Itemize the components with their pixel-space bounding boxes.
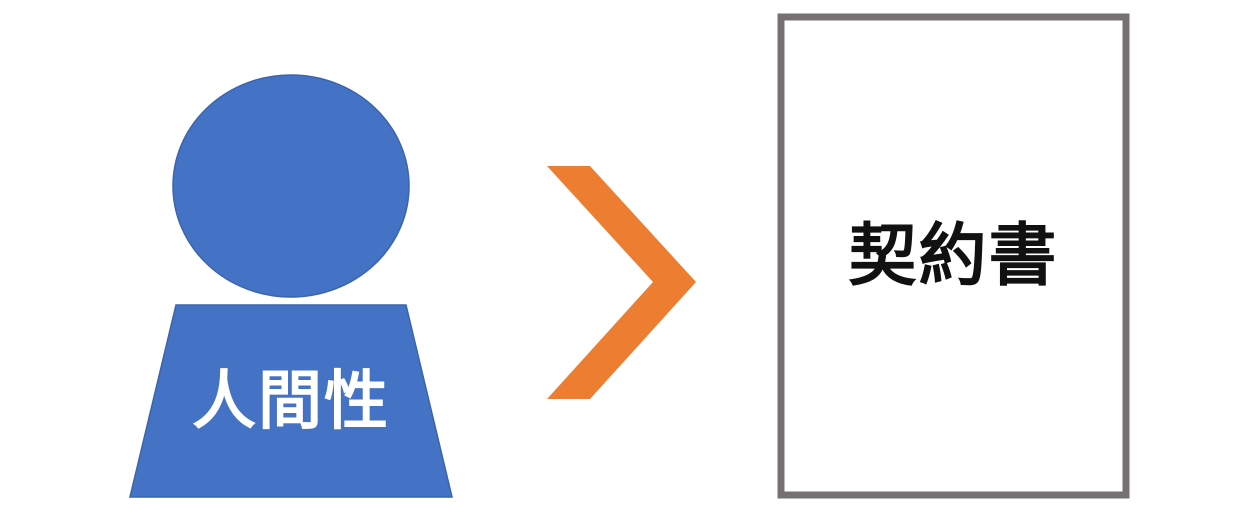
chevron-arrow-icon [547,166,696,399]
person-body [129,304,453,498]
document-label: 契約書 [848,217,1059,296]
document-box [777,13,1130,499]
person-label: 人間性 [192,365,390,439]
person-head [172,74,410,298]
